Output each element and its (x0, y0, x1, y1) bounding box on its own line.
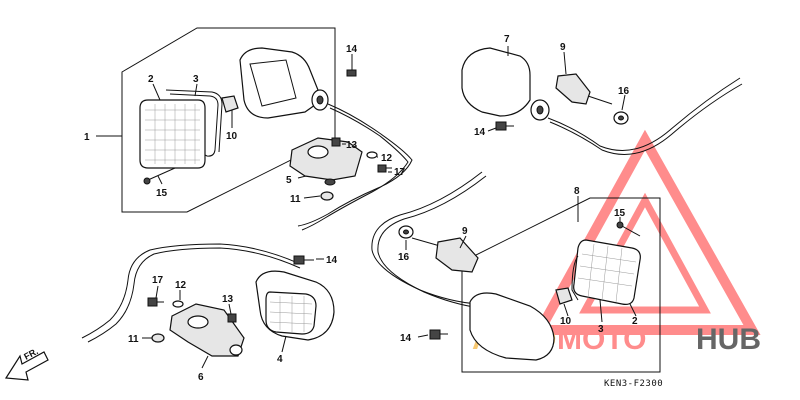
rubber-9-top (555, 73, 613, 105)
grommet-11-a (320, 191, 334, 201)
washer-12 (366, 151, 378, 159)
wire-top-left-2 (301, 107, 409, 231)
bolt-17-b (147, 297, 164, 307)
callout-14-d: 14 (400, 333, 412, 344)
lens-4 (265, 291, 317, 335)
bolt-14-d (429, 329, 448, 340)
wire-top-left (297, 103, 413, 227)
housing-7 (461, 47, 550, 121)
callout-5: 5 (286, 175, 292, 186)
callout-numbers: 1 2 3 10 15 14 13 12 17 5 11 7 9 16 14 1… (84, 34, 638, 383)
housing-top-left (239, 47, 329, 119)
callout-14-b: 14 (474, 127, 486, 138)
watermark-text-moto: MOTO (557, 323, 646, 356)
grommet-11-b (151, 333, 165, 343)
callout-9-top: 9 (560, 42, 566, 53)
callout-17-a: 17 (394, 167, 406, 178)
callout-6: 6 (198, 372, 204, 383)
callout-15-top: 15 (156, 188, 168, 199)
callout-16-top: 16 (618, 86, 630, 97)
bulb-10-top (221, 95, 239, 128)
lens-2-top (139, 99, 206, 169)
assembly-rear-bottom (371, 171, 661, 373)
housing-8 (469, 292, 555, 361)
wire-bottom-left-2 (87, 247, 301, 343)
callout-10-top: 10 (226, 131, 238, 142)
callout-8: 8 (574, 186, 580, 197)
assembly-8-frame (461, 197, 661, 373)
callout-10-bottom: 10 (560, 316, 572, 327)
screw-15-top (143, 167, 176, 185)
callout-2-top: 2 (148, 74, 154, 85)
callout-11-b: 11 (128, 334, 139, 345)
gasket-3-top (169, 93, 219, 157)
assembly-rear-top (461, 47, 743, 155)
callout-7: 7 (504, 34, 510, 45)
callout-13-b: 13 (222, 294, 234, 305)
diagram-code: KEN3-F2300 (604, 379, 663, 389)
front-arrow-icon (4, 351, 49, 381)
bolt-14-b (495, 121, 514, 131)
rubber-9-b (411, 237, 479, 273)
bracket-5 (289, 137, 363, 186)
assembly-front-left (121, 27, 413, 231)
callout-15-b: 15 (614, 208, 626, 219)
wire-top-right-2 (549, 83, 743, 155)
bulb-10-bottom (555, 287, 573, 305)
watermark-triangle-outer (531, 129, 761, 335)
callout-14-a: 14 (346, 44, 358, 55)
callout-16-b: 16 (398, 252, 410, 263)
watermark-text-hub: HUB (696, 323, 761, 356)
callout-2-bottom: 2 (632, 316, 638, 327)
callout-11-a: 11 (290, 194, 301, 205)
callout-14-c: 14 (326, 255, 338, 266)
gasket-3-top-outer (165, 89, 223, 153)
wire-bottom-left (81, 243, 301, 339)
gasket-3-bottom (571, 255, 579, 301)
lens-2-top-grid (145, 104, 200, 164)
lens-2-bottom (573, 239, 641, 305)
nut-16-b (398, 225, 414, 239)
wire-top-right (547, 77, 741, 151)
assembly-front-right (81, 243, 335, 357)
nut-13-a (331, 137, 341, 147)
nut-16-top (613, 111, 629, 125)
wire-bottom-right-2 (377, 175, 487, 309)
nut-13-b (227, 313, 237, 323)
callout-17-b: 17 (152, 275, 164, 286)
bracket-6 (169, 303, 245, 357)
callout-12-b: 12 (175, 280, 187, 291)
leader-lines (96, 46, 637, 369)
washer-12-b (172, 300, 184, 308)
front-direction-indicator: FR. (4, 346, 49, 381)
callout-13-a: 13 (346, 140, 358, 151)
callout-3-bottom: 3 (598, 324, 604, 335)
callout-12: 12 (381, 153, 393, 164)
callout-4: 4 (277, 354, 283, 365)
bolt-14-c (293, 255, 314, 265)
bolt-17-a (377, 164, 392, 173)
callout-1: 1 (84, 132, 90, 143)
callout-9-b: 9 (462, 226, 468, 237)
callout-3-top: 3 (193, 74, 199, 85)
wire-bottom-right (371, 171, 483, 305)
bolt-14-a (346, 60, 357, 77)
